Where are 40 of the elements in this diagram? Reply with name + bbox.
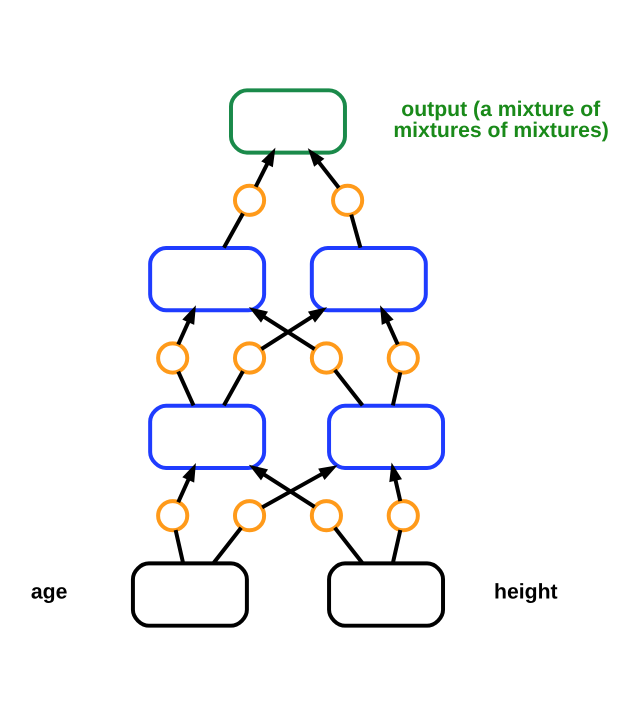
node-circle	[331, 183, 364, 216]
arrow	[308, 148, 340, 188]
arrow	[260, 306, 328, 350]
node-box	[327, 403, 446, 470]
node-box	[327, 560, 446, 628]
node-circle	[232, 183, 266, 216]
node-circle	[156, 498, 190, 532]
arrow	[248, 306, 316, 350]
connector	[176, 370, 196, 406]
arrow	[176, 304, 196, 345]
arrow	[248, 464, 316, 508]
node-box	[229, 88, 347, 154]
node-box	[148, 403, 266, 470]
node-label: age	[30, 580, 68, 603]
arrow	[261, 464, 338, 509]
node-box	[148, 246, 266, 312]
arrow	[254, 147, 276, 188]
node-circle	[310, 340, 343, 374]
arrow	[380, 304, 400, 345]
connector	[333, 526, 364, 564]
arrow	[176, 462, 196, 502]
arrow	[389, 462, 402, 502]
connector	[222, 212, 245, 248]
node-circle	[232, 340, 266, 374]
connector	[333, 368, 364, 406]
connector	[222, 370, 245, 406]
node-circle	[156, 340, 190, 374]
node-circle	[232, 498, 266, 532]
node-circle	[310, 498, 343, 532]
node-label: output (a mixture of mixtures of mixtures)	[393, 97, 609, 142]
connector	[349, 214, 362, 248]
connector	[390, 371, 402, 406]
node-circle	[386, 498, 420, 532]
node-box	[310, 246, 428, 312]
node-box	[130, 560, 249, 628]
connector	[390, 529, 402, 564]
connector	[212, 526, 243, 564]
connector	[174, 529, 186, 564]
node-label: height	[494, 580, 558, 603]
node-circle	[386, 340, 420, 374]
